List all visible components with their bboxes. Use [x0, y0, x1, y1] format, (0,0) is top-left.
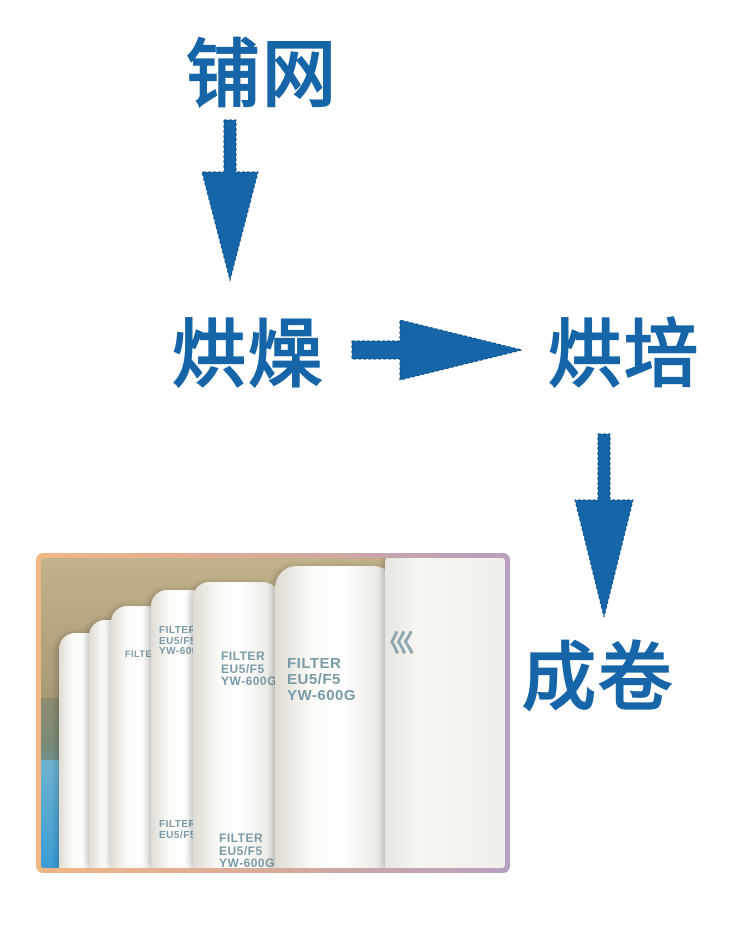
filter-roll: FILTER EU5/F5 YW-600G FILTER EU5/F5 YW-6…	[193, 582, 279, 868]
step-baking: 烘培	[548, 312, 700, 398]
filter-rolls-photo: FILTER FILTER EU5/F5 YW-600G FILTER EU5/…	[41, 558, 505, 868]
arrow-down-1	[201, 119, 259, 282]
arrow-right	[351, 319, 523, 381]
filter-roll: FILTER EU5/F5 YW-600G	[275, 566, 395, 868]
product-photo-frame: FILTER FILTER EU5/F5 YW-600G FILTER EU5/…	[36, 553, 510, 873]
step-rolling: 成卷	[522, 635, 674, 721]
step-laying-mesh: 铺网	[186, 32, 338, 118]
filter-roll: 巛	[385, 558, 505, 868]
arrow-down-2	[574, 433, 634, 618]
step-drying: 烘燥	[172, 312, 324, 398]
